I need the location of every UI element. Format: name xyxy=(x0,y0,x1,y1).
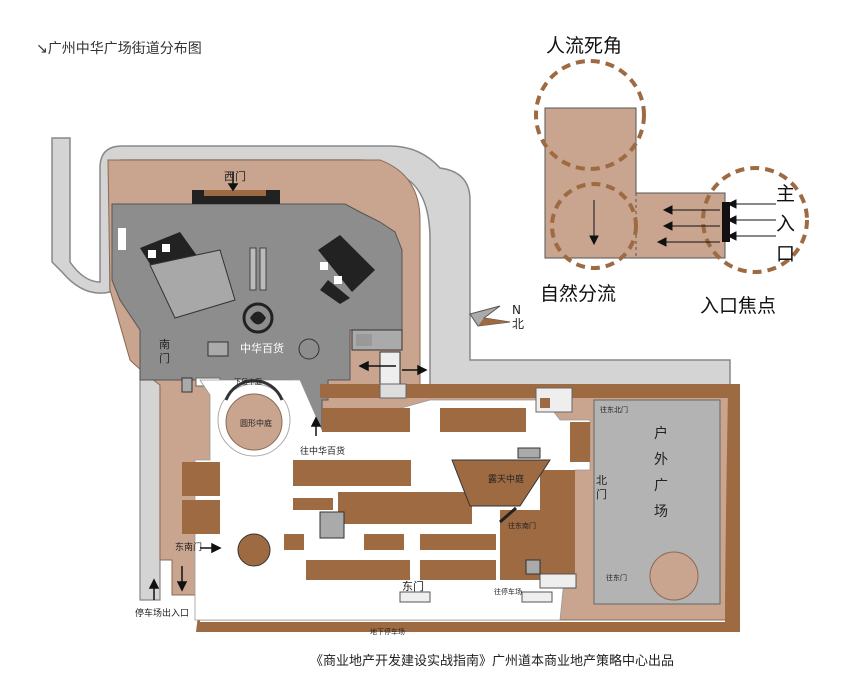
triangle-atrium xyxy=(451,459,551,507)
circle-marker xyxy=(298,338,320,360)
label-south-gate-a: 南 xyxy=(159,338,170,351)
inset-entrance-bar xyxy=(722,202,730,242)
zhonghua-logo xyxy=(242,302,274,334)
label-plaza-3: 场 xyxy=(654,504,668,520)
page-title: ↘广州中华广场街道分布图 xyxy=(36,41,202,57)
east-connector xyxy=(351,329,403,385)
inset-dead-corner: 人流死角 xyxy=(546,35,622,57)
page-footer: 《商业地产开发建设实战指南》广州道本商业地产策略中心出品 xyxy=(310,654,675,669)
label-bottom-small: 地下停车场 xyxy=(370,627,405,636)
outdoor-plaza xyxy=(593,399,721,605)
east-gate-stair xyxy=(399,591,431,603)
label-upper-small: 下层中庭 xyxy=(234,377,262,386)
atrium-arc xyxy=(224,379,284,401)
grid-icon xyxy=(207,341,229,357)
inset-diagram xyxy=(534,59,809,274)
label-plaza-1: 外 xyxy=(654,452,668,468)
left-escalator-block xyxy=(140,232,236,319)
label-north-gate-b: 门 xyxy=(596,487,607,501)
upper-strip xyxy=(320,384,740,398)
inset-entrance-focus: 入口焦点 xyxy=(700,295,776,317)
split-circle xyxy=(550,182,638,270)
south-gate-box xyxy=(181,377,193,393)
plaza-circle xyxy=(649,551,699,601)
label-right-small-a: 往东北门 xyxy=(600,405,628,414)
label-zhonghua-dept: 中华百货 xyxy=(240,341,284,355)
label-right-small-b: 往东南门 xyxy=(508,521,536,530)
inset-natural-split: 自然分流 xyxy=(540,283,616,305)
inset-main-entrance-0: 主 xyxy=(776,183,795,205)
focus-circle xyxy=(701,166,809,274)
center-escalators xyxy=(249,247,267,291)
flow-arrows xyxy=(148,172,428,600)
bottom-circle xyxy=(237,533,271,567)
strip-gap-b-inner xyxy=(540,398,550,408)
right-escalator-block xyxy=(318,235,375,304)
white-bar xyxy=(118,228,126,250)
atrium-circle xyxy=(225,393,283,451)
label-parking-entrance: 停车场出入口 xyxy=(135,607,189,619)
label-atrium-left: 圆形中庭 xyxy=(240,418,272,428)
inset-main-entrance-2: 口 xyxy=(776,243,795,265)
label-north-gate-a: 北 xyxy=(596,474,607,487)
inset-main-entrance-1: 入 xyxy=(776,213,795,235)
bottom-stair-b xyxy=(521,591,553,603)
label-bottom-stairs-a: 往停车场 xyxy=(494,587,522,596)
tri-escalator xyxy=(499,506,517,524)
inset-building xyxy=(544,107,726,259)
mid-escalator xyxy=(319,511,345,539)
strip-gap-a xyxy=(379,383,407,399)
bottom-stair-a xyxy=(539,573,577,589)
compass-n: N xyxy=(512,303,521,317)
dead-corner-circle xyxy=(534,59,646,171)
compass-bei: 北 xyxy=(512,317,524,331)
compass-icon xyxy=(469,305,511,327)
label-bottom-stairs-b: 往东门 xyxy=(606,573,627,582)
label-southeast-gate: 东南门 xyxy=(175,541,202,553)
label-west-gate: 西门 xyxy=(224,169,246,183)
label-plaza-0: 户 xyxy=(654,425,668,442)
inset-arrows xyxy=(589,199,776,247)
label-atrium-right: 露天中庭 xyxy=(488,473,524,485)
west-gate-top xyxy=(204,190,266,196)
tri-grid xyxy=(517,447,541,459)
label-plaza-2: 广 xyxy=(654,478,668,494)
bottom-grid xyxy=(525,559,541,575)
label-south-gate-b: 门 xyxy=(159,351,170,365)
label-to-zhonghua: 往中华百货 xyxy=(300,445,345,457)
label-east-gate: 东门 xyxy=(402,579,424,593)
